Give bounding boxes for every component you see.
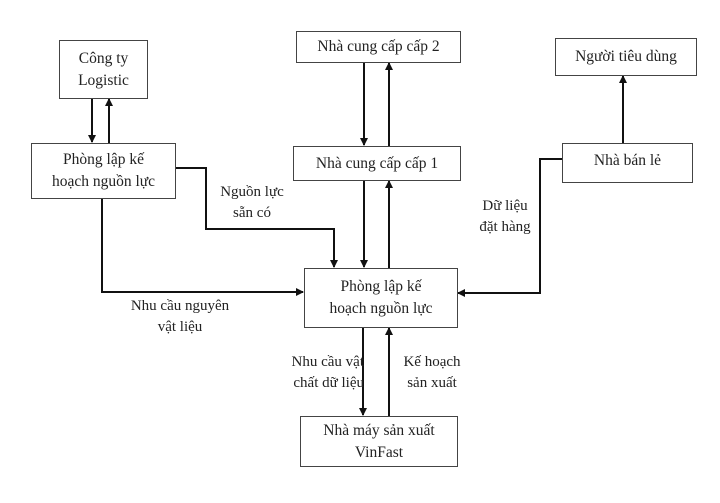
node-logistic-company: Công ty Logistic bbox=[59, 40, 148, 99]
node-retailer: Nhà bán lẻ bbox=[562, 143, 693, 183]
node-supplier-tier1: Nhà cung cấp cấp 1 bbox=[293, 146, 461, 181]
node-supplier-tier2: Nhà cung cấp cấp 2 bbox=[296, 31, 461, 63]
label-production-plan: Kế hoạch sản xuất bbox=[403, 354, 461, 391]
label-physical-data-demand: Nhu cầu vật chất dữ liệu bbox=[291, 354, 364, 391]
arrow-material-demand bbox=[101, 198, 304, 296]
node-resource-planning-center: Phòng lập kế hoạch nguồn lực bbox=[304, 268, 458, 328]
label-material-demand: Nhu cầu nguyên vật liệu bbox=[130, 298, 230, 335]
node-vinfast-factory: Nhà máy sản xuất VinFast bbox=[300, 416, 458, 467]
node-consumer: Người tiêu dùng bbox=[555, 38, 697, 76]
node-resource-planning-left: Phòng lập kế hoạch nguồn lực bbox=[31, 143, 176, 199]
arrow-order-data bbox=[457, 158, 562, 297]
arrow-available-resources bbox=[175, 167, 338, 268]
label-available-resources: Nguồn lực sẵn có bbox=[220, 184, 284, 221]
label-order-data: Dữ liệu đặt hàng bbox=[479, 198, 531, 235]
